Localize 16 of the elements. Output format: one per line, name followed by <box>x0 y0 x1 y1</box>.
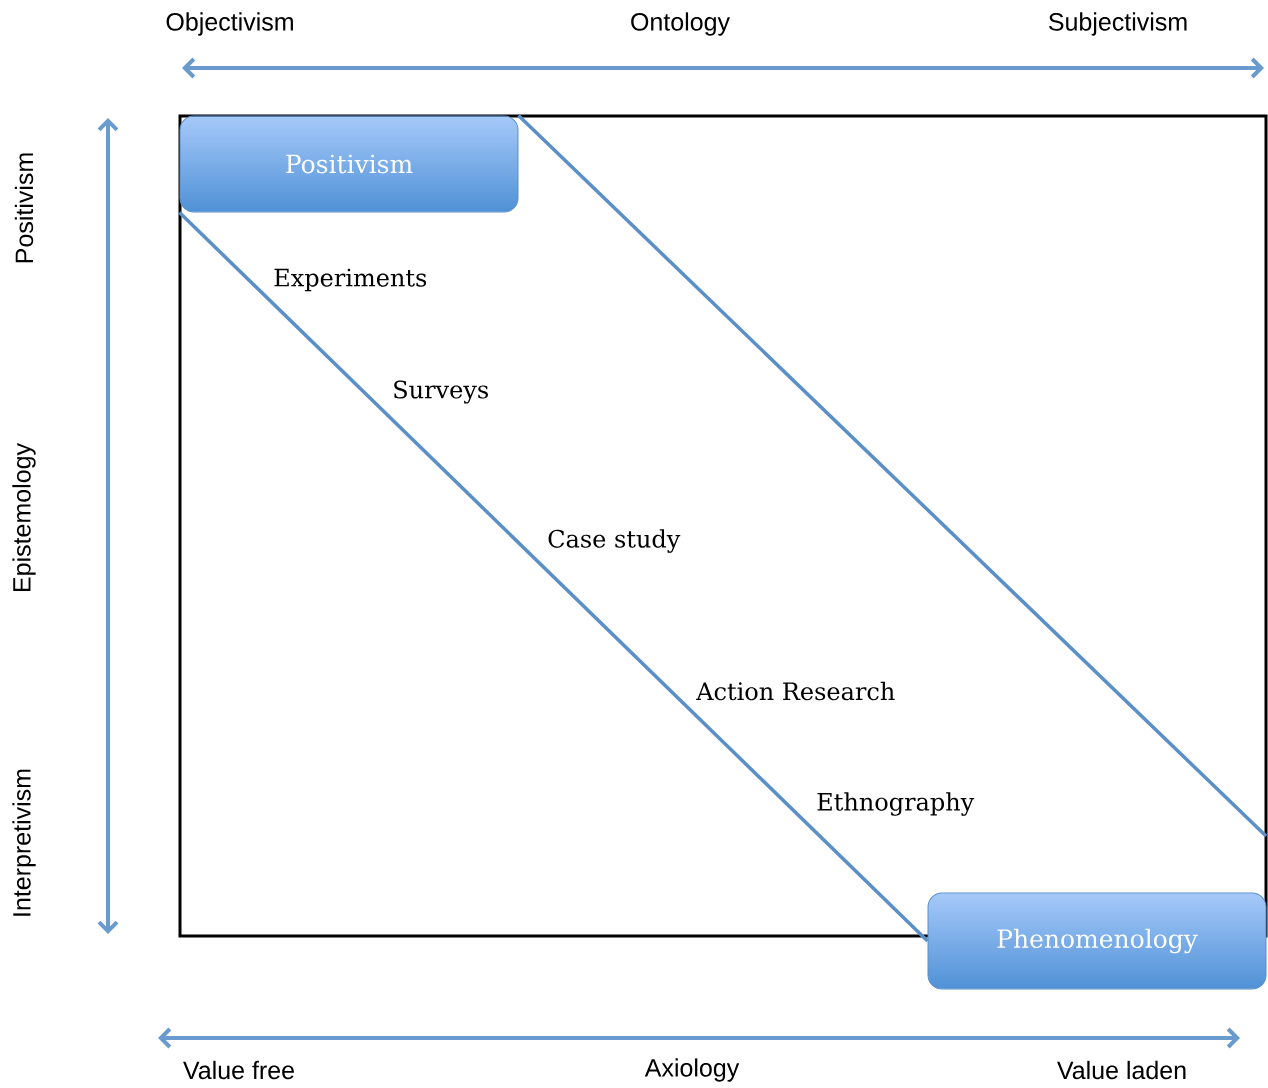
method-label: Surveys <box>394 380 488 404</box>
axis-label: Ontology <box>631 12 730 36</box>
method-box: Positivism <box>179 115 519 213</box>
axis-label: Axiology <box>644 1058 740 1082</box>
axis-label: Epistemology <box>12 443 36 591</box>
axis-label: Positivism <box>14 153 34 263</box>
axis-label: Value free <box>183 1060 294 1080</box>
method-box: Phenomenology <box>927 892 1267 990</box>
axis-label: Interpretivism <box>12 769 36 916</box>
axis-label: Value laden <box>1057 1060 1186 1080</box>
method-label: Action Research <box>696 681 895 701</box>
axis-label: Subjectivism <box>1049 12 1187 36</box>
axis-label: Objectivism <box>166 12 293 36</box>
method-label: Ethnography <box>817 792 975 816</box>
method-label: Case study <box>548 529 681 553</box>
method-label: Experiments <box>274 268 427 292</box>
